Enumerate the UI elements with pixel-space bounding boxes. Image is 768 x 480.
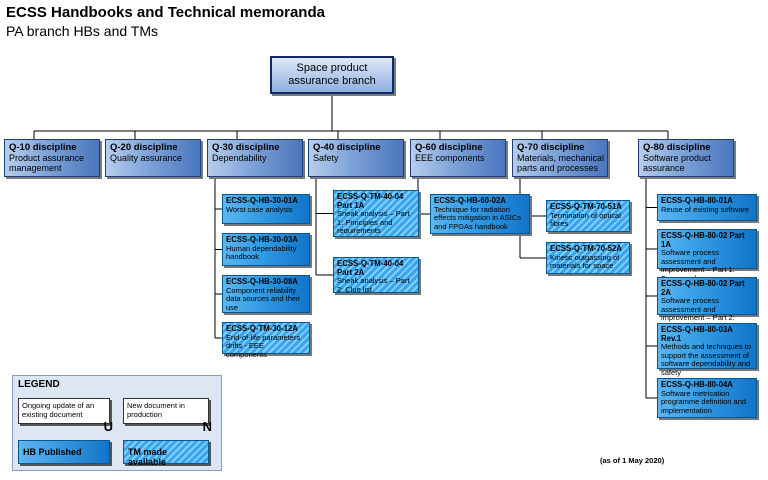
document-description: Sneak analysis – Part 1: Principles and … [337,209,410,236]
discipline-code: Q-30 discipline [212,142,280,153]
legend-title: LEGEND [18,379,60,390]
root-line2: assurance branch [288,75,376,87]
document-description: Technique for radiation effects mitigati… [434,204,521,231]
document-description: Termination of optical fibres [550,210,621,229]
document-code: ECSS-Q-HB-80-04A [661,380,733,389]
document-description: Component reliability data sources and t… [226,285,301,312]
discipline-name: Quality assurance [110,153,183,163]
document-code: ECSS-Q-TM-30-12A [226,324,298,333]
page-title: ECSS Handbooks and Technical memoranda [6,4,325,21]
discipline-name: Dependability [212,153,267,163]
as-of-date: (as of 1 May 2020) [600,456,665,465]
discipline-name: EEE components [415,153,485,163]
legend-hb-box: HB Published [18,440,110,464]
document-code: ECSS-Q-TM-40-04 Part 1A [337,192,404,210]
document-code: ECSS-Q-HB-80-02 Part 2A [661,279,745,297]
legend-update-text: Ongoing update of an existing document [22,401,95,419]
legend-new-text: New document in production [127,401,185,419]
document-description: Methods and techniques to support the as… [661,342,752,377]
document-code: ECSS-Q-HB-30-08A [226,277,298,286]
document-description: Kinetic outgassing of materials for spac… [550,252,620,271]
discipline-code: Q-70 discipline [517,142,585,153]
root-box[interactable]: Space product assurance branch [270,56,394,94]
discipline-name: assurance [643,163,685,173]
document-code: ECSS-Q-TM-40-04 Part 2A [337,259,404,277]
legend-new-box: New document in production N [123,398,212,433]
legend-update-letter: U [103,419,113,434]
document-code: ECSS-Q-HB-60-02A [434,196,506,205]
discipline-name: Materials, mechanical [517,153,605,163]
root-line1: Space product [296,62,368,74]
document-code: ECSS-Q-TM-70-51A [550,202,622,211]
document-code: ECSS-Q-TM-70-52A [550,244,622,253]
discipline-code: Q-60 discipline [415,142,483,153]
document-description: Software metrication programme definitio… [661,388,747,415]
document-description: Sneak analysis – Part 2: Clue list [337,276,410,294]
discipline-code: Q-80 discipline [643,142,711,153]
document-description: Worst case analysis [226,204,293,214]
document-description: Reuse of existing software [661,204,749,214]
page-subtitle: PA branch HBs and TMs [6,23,158,39]
document-code: ECSS-Q-HB-80-01A [661,196,733,205]
discipline-code: Q-20 discipline [110,142,178,153]
legend-new-letter: N [202,419,212,434]
legend-update-box: Ongoing update of an existing document U [18,398,113,433]
document-code: ECSS-Q-HB-80-02 Part 1A [661,231,745,249]
discipline-name: Software product [643,153,712,163]
legend-tm-box: TM made available [123,440,209,467]
discipline-name: Product assurance [9,153,85,163]
legend-hb-label: HB Published [23,447,82,457]
legend: LEGEND Ongoing update of an existing doc… [12,375,222,471]
legend-tm-label: TM made available [128,447,168,467]
document-code: ECSS-Q-HB-30-03A [226,235,298,244]
document-description: Human dependability handbook [226,243,297,262]
discipline-name: Safety [313,153,339,163]
document-description: End-of-life parameters drifts - EEE comp… [226,332,301,359]
discipline-code: Q-10 discipline [9,142,77,153]
discipline-name: parts and processes [517,163,599,173]
document-code: ECSS-Q-HB-30-01A [226,196,298,205]
discipline-code: Q-40 discipline [313,142,381,153]
document-code: ECSS-Q-HB-80-03A Rev.1 [661,325,733,343]
discipline-name: management [9,163,62,173]
